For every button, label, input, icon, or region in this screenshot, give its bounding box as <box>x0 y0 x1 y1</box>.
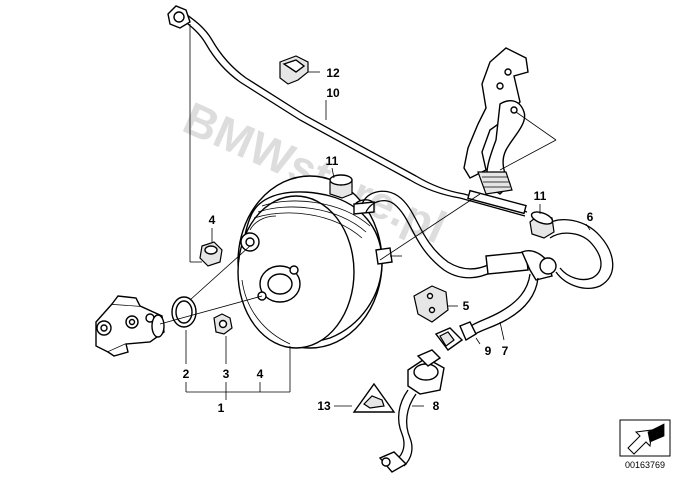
callout-10: 10 <box>326 86 340 100</box>
callout-7: 7 <box>502 344 509 358</box>
callout-labels: 1 2 3 4 4 5 6 7 8 9 10 11 11 12 13 <box>183 66 594 415</box>
grommet[interactable] <box>199 241 223 267</box>
callout-3: 3 <box>223 367 230 381</box>
direction-arrow-icon <box>627 423 665 455</box>
callout-11-upper: 11 <box>326 154 339 168</box>
brake-booster[interactable] <box>237 175 402 349</box>
callout-9: 9 <box>485 344 492 358</box>
callout-11-right: 11 <box>534 189 547 203</box>
quick-connector[interactable] <box>434 327 464 351</box>
hose-7[interactable] <box>459 273 539 342</box>
hex-nut[interactable] <box>213 313 233 335</box>
pipe-end-fitting <box>167 5 191 29</box>
vacuum-pipe[interactable] <box>167 5 528 217</box>
diagram-id-badge: 00163769 <box>619 419 671 470</box>
callout-1: 1 <box>218 401 225 415</box>
diagram-number: 00163769 <box>625 460 665 470</box>
callout-4-lower: 4 <box>257 367 264 381</box>
master-cylinder[interactable] <box>95 295 165 357</box>
vacuum-sensor-hose[interactable] <box>378 349 445 473</box>
leader-pedal-a <box>515 111 557 141</box>
callout-13: 13 <box>317 399 331 413</box>
mounting-bracket[interactable] <box>413 285 449 323</box>
leader-pedal-b <box>499 139 557 171</box>
callout-12: 12 <box>326 66 340 80</box>
leader-lines <box>159 24 591 407</box>
hose-clamp-upper[interactable] <box>329 174 353 199</box>
callout-5: 5 <box>463 299 470 313</box>
clip[interactable] <box>279 55 309 85</box>
callout-8: 8 <box>433 399 440 413</box>
callout-6: 6 <box>587 210 594 224</box>
callout-4-upper: 4 <box>209 213 216 227</box>
warning-label-icon[interactable] <box>352 382 396 413</box>
vacuum-hose[interactable] <box>361 190 614 289</box>
hose-clamp-right[interactable] <box>529 210 555 239</box>
callout-2: 2 <box>183 367 190 381</box>
booster-vacuum-connector <box>353 199 375 215</box>
brake-pedal-assembly <box>463 47 529 195</box>
o-ring[interactable] <box>171 296 197 328</box>
